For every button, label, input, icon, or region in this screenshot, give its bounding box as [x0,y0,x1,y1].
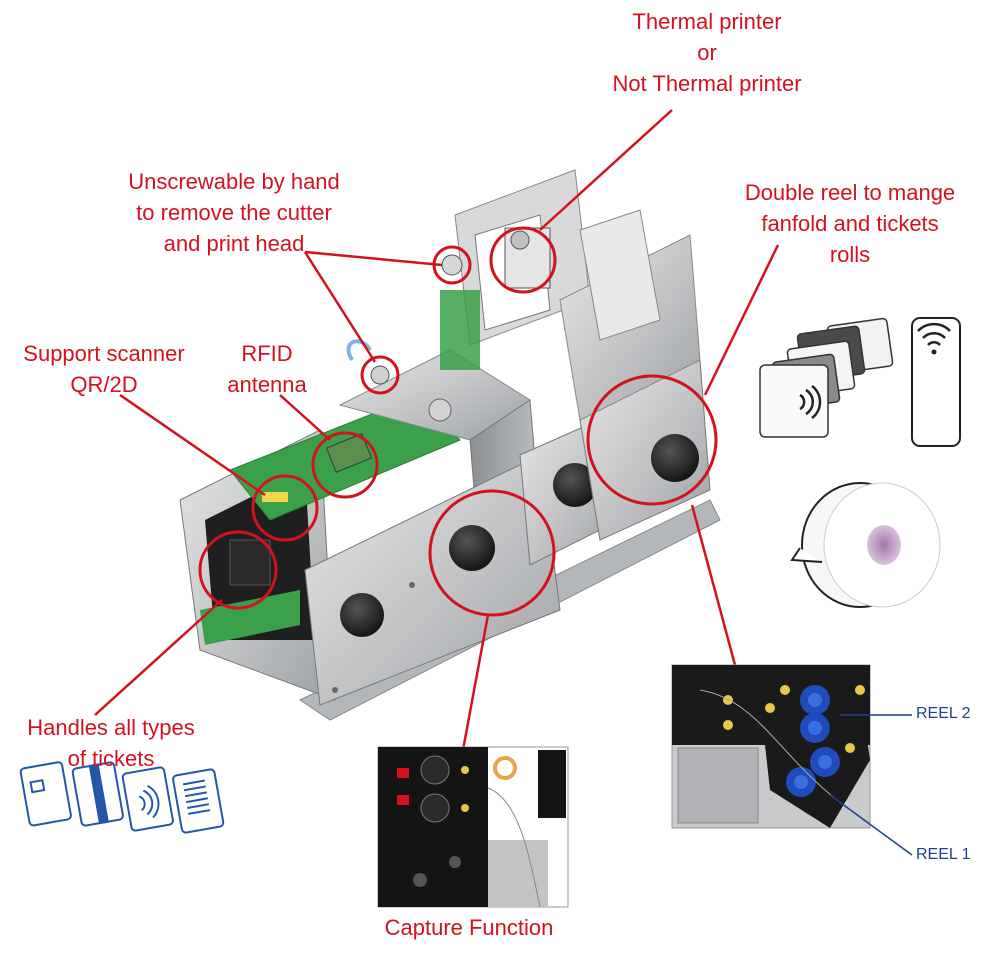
contactless-phone-icon [911,317,961,447]
callout-line: Support scanner [23,341,185,366]
callout-line: Handles all types [27,715,195,740]
callout-line: Double reel to mange [744,180,956,205]
callout-thermal-printer: Thermal printer or Not Thermal printer [592,6,822,99]
scanner-module [262,492,288,502]
capture-inset [377,746,569,908]
callout-unscrewable: Unscrewable by hand to remove the cutter… [114,166,354,259]
plate-screw [428,398,452,422]
marker-ticket-entry [198,530,278,610]
rfid-card-stack-icon [759,317,894,438]
reel-1-label: REEL 1 [916,846,971,863]
printer-screw [510,230,530,250]
callout-line: fanfold and tickets [761,211,939,236]
callout-line: Thermal printer [632,9,782,34]
lower-pcb [200,590,300,645]
knob-reel-2 [651,434,699,482]
printer-pcb [440,290,480,370]
callout-rfid: RFID antenna [212,338,322,400]
marker-double-reel [586,374,718,506]
marker-rfid [311,431,379,499]
callout-line: RFID [241,341,293,366]
leader-lines [94,109,780,751]
knob-front-left [340,593,384,637]
roll-holder [579,209,661,341]
marker-printer [489,226,557,294]
marker-scanner [251,474,319,542]
paper-roll-icon [790,482,941,608]
ticket-type-icons [19,761,225,834]
barcode-ticket-icon [172,768,225,834]
marker-head-screw [360,355,400,395]
front-panel [304,454,561,706]
callout-double-reel: Double reel to mange fanfold and tickets… [730,177,970,270]
reel-inset [671,664,913,856]
callout-tickets: Handles all types of tickets [6,712,216,774]
callout-capture: Capture Function [364,912,574,943]
knob-capture [449,525,495,571]
callout-line: Unscrewable by hand [128,169,340,194]
callout-line: antenna [227,372,307,397]
callout-line: Capture Function [384,915,554,940]
cable [346,339,372,362]
callout-line: Not Thermal printer [612,71,802,96]
marker-capture [428,489,556,617]
callout-line: and print head [163,231,305,256]
rfid-chip [325,433,373,473]
ticket-dispenser [179,169,721,721]
callout-line: QR/2D [70,372,138,397]
cutter-screw [441,254,463,276]
contactless-card-icon [121,766,174,832]
callout-line: of tickets [67,746,155,771]
head-screw [370,365,390,385]
callout-line: to remove the cutter [136,200,332,225]
callout-line: or [697,40,717,65]
reel-2-label: REEL 2 [916,705,971,722]
callout-scanner: Support scanner QR/2D [4,338,204,400]
ticket-entry [229,539,271,586]
knob-reel-1 [553,463,597,507]
callout-line: rolls [829,242,871,267]
smart-card-icon [19,761,72,827]
magnetic-card-icon [71,761,124,827]
